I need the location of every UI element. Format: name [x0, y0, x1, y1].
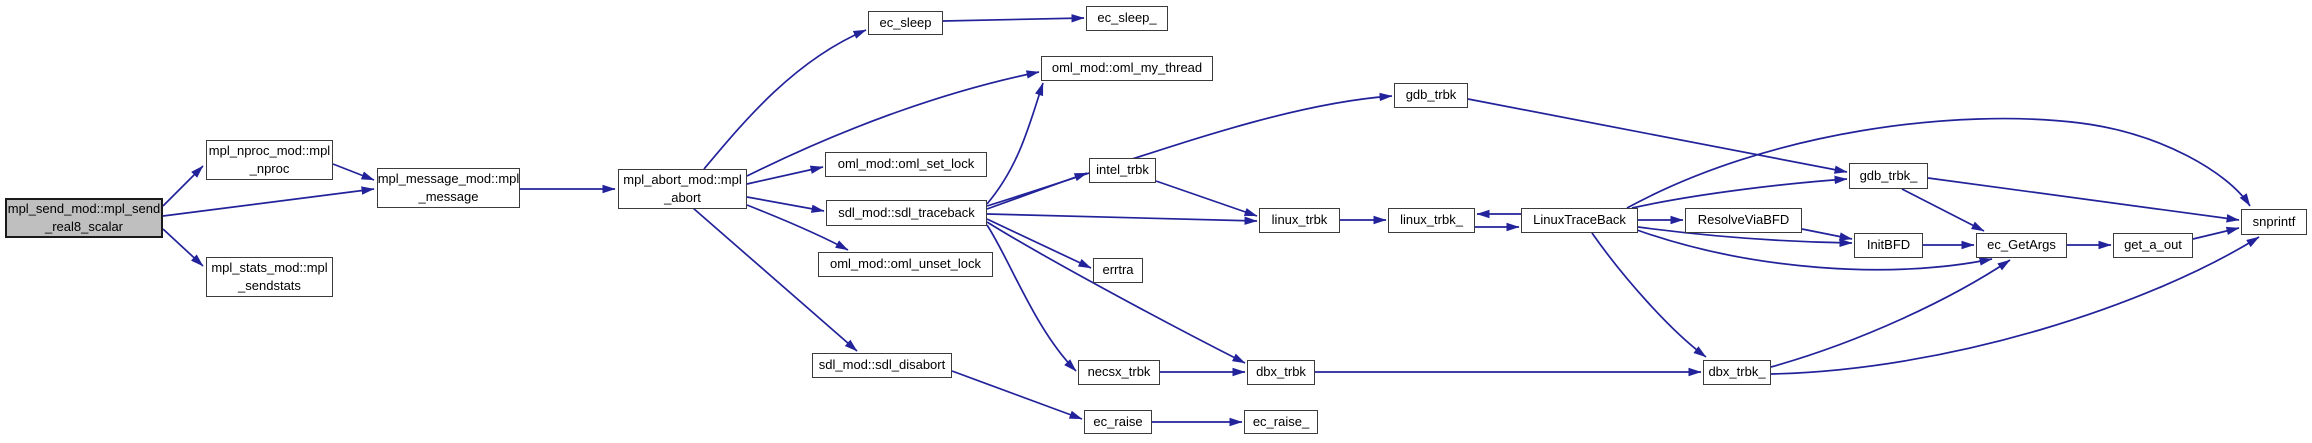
edge-get-a-out-to-snprintf: [2192, 226, 2240, 240]
edge-abort-to-oml-my-thread: [746, 70, 1040, 177]
node-mpl-sendstats[interactable]: mpl_stats_mod::mpl _sendstats: [206, 257, 333, 297]
edge-send-to-message: [162, 186, 375, 217]
node-oml-set-lock[interactable]: oml_mod::oml_set_lock: [825, 152, 987, 177]
edge-abort-to-sdl-disabort: [692, 207, 858, 352]
edge-linuxtraceback-to-snprintf: [1626, 117, 2251, 209]
node-necsx-trbk[interactable]: necsx_trbk: [1078, 360, 1160, 385]
edge-sdl-disabort-to-ec-raise: [951, 370, 1083, 420]
edge-resolveviabfd-to-initbfd: [1801, 228, 1853, 241]
edge-dbx-trbk_-to-ec-getargs: [1770, 259, 2011, 368]
edge-sdl-traceback-to-errtra: [986, 218, 1092, 269]
node-ec-sleep_[interactable]: ec_sleep_: [1086, 6, 1168, 31]
node-sdl-traceback[interactable]: sdl_mod::sdl_traceback: [826, 200, 987, 226]
node-errtra[interactable]: errtra: [1093, 258, 1143, 283]
node-linux-trbk[interactable]: linux_trbk: [1259, 208, 1340, 233]
node-ec-getargs[interactable]: ec_GetArgs: [1976, 233, 2067, 258]
edge-nproc-to-message: [332, 163, 375, 181]
edge-sdl-traceback-to-linux-trbk: [986, 213, 1258, 225]
node-mpl-abort[interactable]: mpl_abort_mod::mpl _abort: [618, 169, 747, 209]
node-gdb-trbk_[interactable]: gdb_trbk_: [1849, 163, 1928, 189]
node-initbfd[interactable]: InitBFD: [1854, 233, 1923, 258]
node-linuxtraceback[interactable]: LinuxTraceBack: [1521, 208, 1638, 233]
edge-dbx-trbk_-to-snprintf: [1770, 236, 2260, 375]
edge-intel-trbk-to-linux-trbk: [1155, 180, 1258, 217]
node-linux-trbk_[interactable]: linux_trbk_: [1388, 208, 1475, 233]
edge-abort-to-ec-sleep: [703, 29, 867, 170]
edge-ec-sleep-to-ec-sleep_: [942, 14, 1085, 23]
node-dbx-trbk_[interactable]: dbx_trbk_: [1703, 360, 1771, 385]
edge-send-to-sendstats: [162, 228, 204, 267]
node-sdl-disabort[interactable]: sdl_mod::sdl_disabort: [812, 353, 952, 378]
edge-sdl-traceback-to-oml-my-thread: [986, 82, 1044, 205]
edge-gdb-trbk_-to-snprintf: [1927, 177, 2240, 223]
edge-sdl-traceback-to-intel-trbk: [986, 172, 1088, 210]
node-get-a-out[interactable]: get_a_out: [2113, 233, 2193, 258]
edge-abort-to-oml-set-lock: [746, 165, 824, 185]
edge-linuxtraceback-to-gdb-trbk_: [1631, 175, 1848, 209]
node-oml-my-thread[interactable]: oml_mod::oml_my_thread: [1041, 56, 1213, 81]
edge-gdb-trbk_-to-ec-getargs: [1901, 188, 1985, 232]
node-dbx-trbk[interactable]: dbx_trbk: [1247, 360, 1315, 385]
edge-linuxtraceback-to-ec-getargs: [1636, 229, 1993, 271]
edge-abort-to-oml-unset-lock: [746, 204, 849, 251]
edge-sdl-traceback-to-necsx-trbk: [986, 224, 1077, 372]
node-ec-raise[interactable]: ec_raise: [1084, 410, 1152, 434]
edge-sdl-traceback-to-gdb-trbk: [986, 92, 1393, 207]
node-oml-unset-lock[interactable]: oml_mod::oml_unset_lock: [818, 252, 993, 277]
node-resolveviabfd[interactable]: ResolveViaBFD: [1685, 208, 1802, 233]
node-mpl-nproc[interactable]: mpl_nproc_mod::mpl _nproc: [206, 140, 333, 180]
edge-linuxtraceback-to-initbfd: [1637, 226, 1853, 247]
edge-sdl-traceback-to-dbx-trbk: [986, 221, 1246, 364]
node-ec-sleep[interactable]: ec_sleep: [868, 11, 943, 35]
node-ec-raise_[interactable]: ec_raise_: [1244, 410, 1318, 434]
edge-send-to-nproc: [162, 165, 204, 207]
node-gdb-trbk[interactable]: gdb_trbk: [1394, 83, 1468, 108]
edge-abort-to-sdl-traceback: [746, 196, 825, 213]
node-mpl-send-real8-scalar: mpl_send_mod::mpl_send _real8_scalar: [5, 198, 163, 238]
edge-linuxtraceback-to-dbx-trbk_: [1591, 232, 1707, 358]
edge-gdb-trbk-to-gdb-trbk_: [1467, 98, 1848, 174]
node-intel-trbk[interactable]: intel_trbk: [1089, 158, 1156, 183]
node-snprintf[interactable]: snprintf: [2241, 209, 2307, 235]
node-mpl-message[interactable]: mpl_message_mod::mpl _message: [377, 168, 520, 208]
